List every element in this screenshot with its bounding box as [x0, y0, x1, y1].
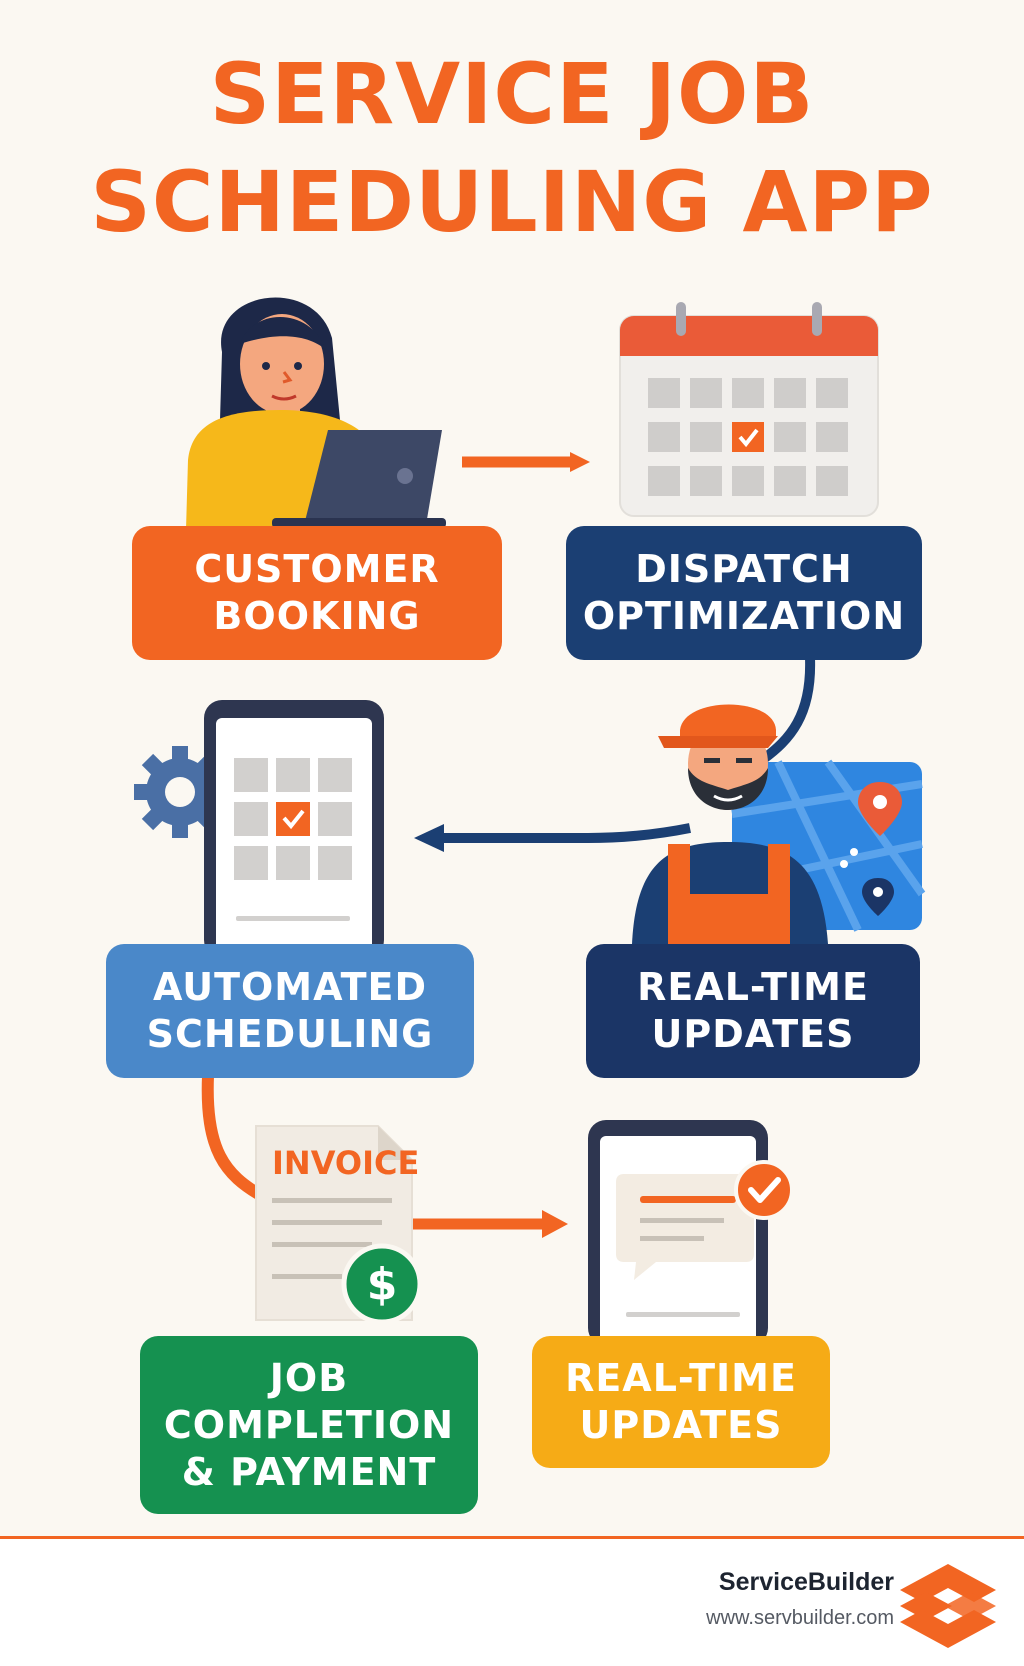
step-automated-scheduling: AUTOMATED SCHEDULING: [106, 944, 474, 1078]
arrow-scheduling-to-invoice: [201, 1075, 265, 1202]
step-customer-booking: CUSTOMER BOOKING: [132, 526, 502, 660]
customer-laptop-icon: [186, 297, 446, 530]
dollar-icon: $: [367, 1259, 398, 1310]
title-line-1: SERVICE JOB: [209, 45, 815, 143]
step-real-time-updates-technician: REAL-TIME UPDATES: [586, 944, 920, 1078]
title-line-2: SCHEDULING APP: [90, 153, 934, 251]
arrow-invoice-to-notification: [410, 1210, 568, 1238]
arrow-technician-to-scheduling: [414, 823, 691, 852]
check-badge-icon: [734, 1160, 794, 1220]
phone-calendar-gear-icon: [134, 700, 384, 958]
calendar-icon: [619, 302, 879, 517]
arrow-dispatch-to-technician: [759, 657, 816, 765]
step-real-time-updates-notification: REAL-TIME UPDATES: [532, 1336, 830, 1468]
phone-notification-icon: [588, 1120, 794, 1346]
step-dispatch-optimization: DISPATCH OPTIMIZATION: [566, 526, 922, 660]
servicebuilder-logo-icon: [900, 1564, 996, 1648]
invoice-dollar-icon: INVOICE $: [255, 1125, 423, 1325]
page-title: SERVICE JOB SCHEDULING APP: [0, 40, 1024, 256]
arrow-booking-to-dispatch: [462, 452, 590, 472]
brand-name: ServiceBuilder: [718, 1568, 894, 1596]
footer-divider: [0, 1536, 1024, 1539]
technician-map-icon: [632, 704, 926, 944]
step-job-completion-payment: JOB COMPLETION & PAYMENT: [140, 1336, 478, 1514]
invoice-text: INVOICE: [272, 1144, 419, 1182]
footer: [0, 1539, 1024, 1666]
brand-url: www.servbuilder.com: [706, 1607, 894, 1629]
